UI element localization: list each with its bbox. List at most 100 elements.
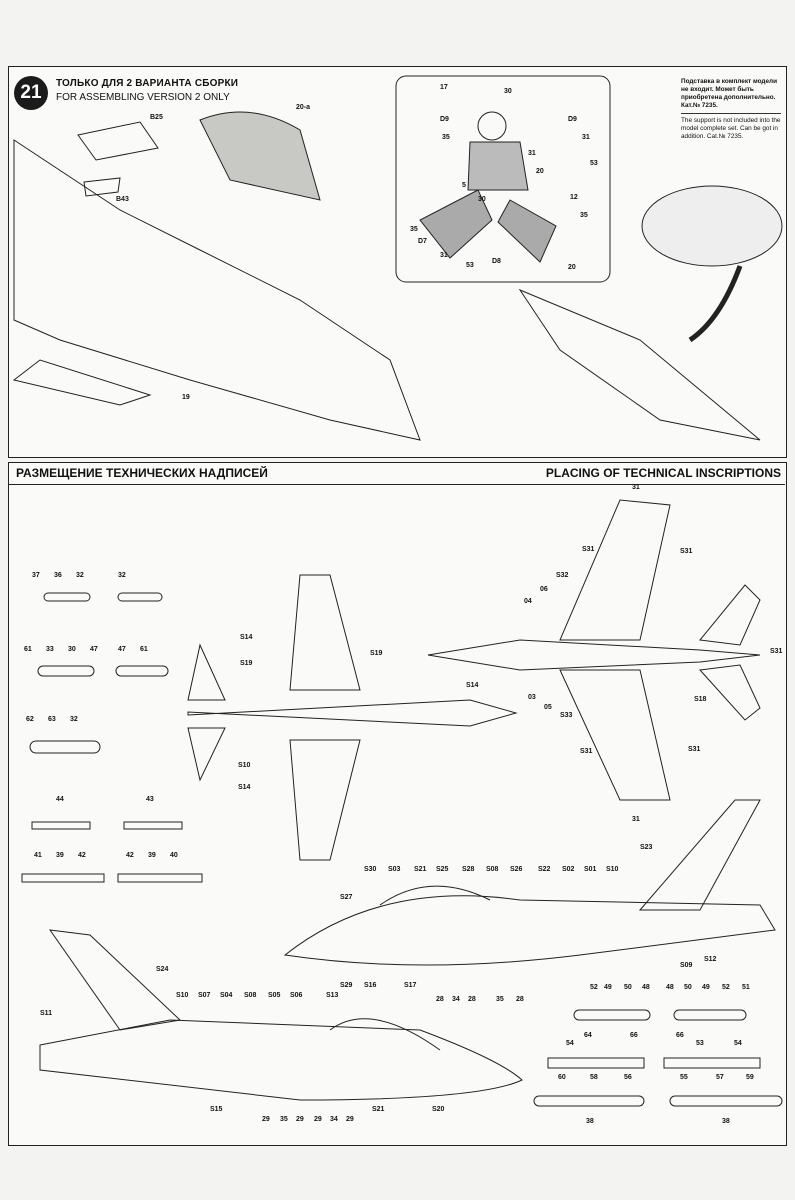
sideview-right-fin <box>638 799 761 911</box>
side-right-label-8: S22 <box>538 866 551 873</box>
pods-label-18: 57 <box>716 1074 724 1081</box>
pods-label-1: 49 <box>604 984 612 991</box>
store-label-7-1: 39 <box>56 852 64 859</box>
side-left-label-1: S11 <box>40 1010 53 1017</box>
store-label-2-2: 30 <box>68 646 76 653</box>
step-number-badge: 21 <box>14 76 48 110</box>
pods-label-7: 50 <box>684 984 692 991</box>
side-left-label-12: 29 <box>296 1116 304 1123</box>
store-label-4-2: 32 <box>70 716 78 723</box>
pilot-helmet <box>477 111 507 141</box>
step-title-ru: ТОЛЬКО ДЛЯ 2 ВАРИАНТА СБОРКИ <box>56 78 239 89</box>
side-left-label-2: S10 <box>176 992 189 999</box>
step-title-en: FOR ASSEMBLING VERSION 2 ONLY <box>56 92 230 103</box>
pods-label-20: 59 <box>746 1074 754 1081</box>
pilot-badge-4: 31 <box>528 150 536 157</box>
pilot-badge-2: 35 <box>442 134 450 141</box>
pods-label-17: 53 <box>696 1040 704 1047</box>
assembly-label-5: D9 <box>568 116 577 123</box>
bottomview-label-7: 05 <box>544 704 552 711</box>
assembly-label-3: 19 <box>182 394 190 401</box>
assembly-label-4: D9 <box>440 116 449 123</box>
assembly-aircraft <box>13 139 421 441</box>
bottomview-label-11: S31 <box>770 648 783 655</box>
topview-label-5: S14 <box>238 784 251 791</box>
side-right-label-16: 28 <box>436 996 444 1003</box>
bottomview-label-3: S31 <box>680 548 693 555</box>
side-right-label-3: S21 <box>414 866 427 873</box>
section-title-en: PLACING OF TECHNICAL INSCRIPTIONS <box>545 466 781 480</box>
side-right-label-12: S27 <box>340 894 353 901</box>
pod-3 <box>547 1057 645 1069</box>
side-right-label-18: 28 <box>468 996 476 1003</box>
sideview-right-fuselage <box>283 895 776 966</box>
pod-6 <box>669 1095 783 1107</box>
side-right-label-11: S10 <box>606 866 619 873</box>
side-left-label-7: S06 <box>290 992 303 999</box>
store-2b <box>115 665 169 677</box>
pilot-badge-6: 53 <box>590 160 598 167</box>
side-right-label-21: S09 <box>680 962 693 969</box>
canopy-part <box>199 111 321 201</box>
side-left-label-15: 29 <box>346 1116 354 1123</box>
side-left-label-9: S15 <box>210 1106 223 1113</box>
pods-label-0: 52 <box>590 984 598 991</box>
bottomview-label-4: 04 <box>524 598 532 605</box>
side-left-label-10: 29 <box>262 1116 270 1123</box>
pilot-badge-9: 12 <box>570 194 578 201</box>
side-left-label-4: S04 <box>220 992 233 999</box>
pods-label-4: 64 <box>584 1032 592 1039</box>
pilot-badge-0: 17 <box>440 84 448 91</box>
assembly-label-0: B25 <box>150 114 163 121</box>
side-right-label-5: S28 <box>462 866 475 873</box>
side-left-label-6: S05 <box>268 992 281 999</box>
bottomview-label-2: S32 <box>556 572 569 579</box>
store-label-7-0: 41 <box>34 852 42 859</box>
part-b25 <box>77 121 159 161</box>
store-label-2-3: 47 <box>90 646 98 653</box>
sideview-left-canopy <box>329 1018 441 1051</box>
pods-label-12: 54 <box>566 1040 574 1047</box>
side-right-label-9: S02 <box>562 866 575 873</box>
pilot-badge-8: 30 <box>478 196 486 203</box>
side-left-label-13: 29 <box>314 1116 322 1123</box>
drop-tank <box>12 359 152 406</box>
pods-label-3: 48 <box>642 984 650 991</box>
pilot-badge-11: 35 <box>410 226 418 233</box>
store-label-7-2: 42 <box>78 852 86 859</box>
pods-label-9: 52 <box>722 984 730 991</box>
side-right-label-1: S30 <box>364 866 377 873</box>
topview-wings <box>289 574 361 861</box>
side-right-label-22: S12 <box>704 956 717 963</box>
pilot-leg-left <box>419 189 493 259</box>
pods-label-8: 49 <box>702 984 710 991</box>
pod-5 <box>533 1095 645 1107</box>
side-right-label-19: 35 <box>496 996 504 1003</box>
pods-label-5: 66 <box>630 1032 638 1039</box>
pod-2 <box>673 1009 747 1021</box>
assembly-label-6: D7 <box>418 238 427 245</box>
aircraft-on-stand <box>518 288 761 441</box>
bottomview-label-1: S31 <box>582 546 595 553</box>
side-right-label-14: S16 <box>364 982 377 989</box>
bottomview-label-13: 31 <box>632 816 640 823</box>
side-left-label-11: 35 <box>280 1116 288 1123</box>
inscriptions-panel <box>8 462 787 1146</box>
pod-4 <box>663 1057 761 1069</box>
store-5b <box>117 873 203 883</box>
side-right-label-15: S17 <box>404 982 417 989</box>
pods-label-11: 66 <box>676 1032 684 1039</box>
store-label-6-0: 43 <box>146 796 154 803</box>
store-3 <box>29 740 101 754</box>
store-4a <box>31 821 91 830</box>
topview-label-4: S10 <box>238 762 251 769</box>
store-label-5-0: 44 <box>56 796 64 803</box>
store-4b <box>123 821 183 830</box>
stand-note-en: The support is not included into the mod… <box>681 117 781 140</box>
topview-tail <box>187 643 226 782</box>
store-label-0-0: 37 <box>32 572 40 579</box>
bottomview-wings <box>559 499 671 801</box>
section-divider <box>8 484 785 485</box>
store-label-8-0: 42 <box>126 852 134 859</box>
